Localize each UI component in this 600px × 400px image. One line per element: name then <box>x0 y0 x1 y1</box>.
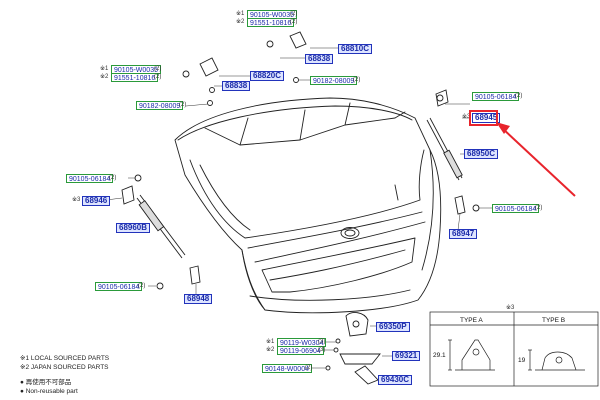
qty-label: (2) <box>154 66 162 72</box>
callout-69430c[interactable]: 69430C <box>378 375 413 385</box>
strut-right <box>426 89 480 215</box>
qty-label: (2) <box>154 74 162 80</box>
callout-68947[interactable]: 68947 <box>449 229 478 239</box>
qty-label: (2) <box>290 19 298 25</box>
callout-90148-w0004[interactable]: 90148-W0004 <box>262 364 312 373</box>
qty-label: (2) <box>535 205 543 211</box>
tailgate-drawing <box>174 97 442 314</box>
callout-68820c[interactable]: 68820C <box>250 71 285 81</box>
inset-dim-b: 19 <box>518 357 526 364</box>
callout-91551-10816[interactable]: 91551-10816 <box>111 73 159 82</box>
ref-mark: ※1 <box>100 66 109 72</box>
ref-mark: ※2 <box>266 347 275 353</box>
qty-label: (2) <box>290 11 298 17</box>
qty-label: (2) <box>305 365 313 371</box>
callout-68838[interactable]: 68838 <box>305 54 334 64</box>
callout-68946[interactable]: 68946 <box>82 196 111 206</box>
ref-mark: ※3 <box>506 305 515 311</box>
qty-label: (3) <box>318 339 326 345</box>
ref-mark: ※3 <box>462 114 471 120</box>
ref-mark: ※2 <box>236 19 245 25</box>
callout-90119-06904[interactable]: 90119-06904 <box>277 346 324 355</box>
callout-90182-08009[interactable]: 90182-08009 <box>310 76 358 85</box>
callout-68950c[interactable]: 68950C <box>464 149 499 159</box>
callout-68960b[interactable]: 68960B <box>116 223 151 233</box>
ref-mark: ※3 <box>72 197 81 203</box>
inset-panel <box>429 311 599 387</box>
ref-mark: ※1 <box>236 11 245 17</box>
callout-68810c[interactable]: 68810C <box>338 44 373 54</box>
callout-90105-06184[interactable]: 90105-06184 <box>492 204 540 213</box>
strut-left <box>121 174 201 290</box>
inset-type-b-label: TYPE B <box>542 317 565 324</box>
leader-lines <box>105 47 492 369</box>
callout-90105-06184[interactable]: 90105-06184 <box>66 174 114 183</box>
inset-type-a-label: TYPE A <box>460 317 483 324</box>
legend-local-sourced: ※1 LOCAL SOURCED PARTS <box>20 355 110 362</box>
qty-label: (3) <box>318 347 326 353</box>
inset-dim-a: 29.1 <box>433 352 446 359</box>
qty-label: (2) <box>515 93 523 99</box>
legend-non-reusable-en: ● Non-reusable part <box>20 388 78 395</box>
ref-mark: ※2 <box>100 74 109 80</box>
callout-90182-08009[interactable]: 90182-08009 <box>136 101 184 110</box>
qty-label: (2) <box>109 175 117 181</box>
callout-69350p[interactable]: 69350P <box>376 322 410 332</box>
red-arrow <box>496 122 576 197</box>
callout-90105-06184[interactable]: 90105-06184 <box>95 282 143 291</box>
callout-68945[interactable]: 68945 <box>472 113 501 123</box>
highlight-box <box>469 110 498 126</box>
callout-68838[interactable]: 68838 <box>222 81 251 91</box>
callout-68948[interactable]: 68948 <box>184 294 213 304</box>
callout-90105-06184[interactable]: 90105-06184 <box>472 92 520 101</box>
qty-label: (2) <box>353 77 361 83</box>
legend-japan-sourced: ※2 JAPAN SOURCED PARTS <box>20 364 109 371</box>
callout-69321[interactable]: 69321 <box>392 351 421 361</box>
hinges <box>182 31 307 106</box>
qty-label: (2) <box>138 283 146 289</box>
lock-assembly <box>325 312 381 385</box>
callout-91551-10816[interactable]: 91551-10816 <box>247 18 295 27</box>
ref-mark: ※1 <box>266 339 275 345</box>
legend-non-reusable-jp: ● 再使用不可部品 <box>20 379 72 386</box>
qty-label: (2) <box>179 102 187 108</box>
